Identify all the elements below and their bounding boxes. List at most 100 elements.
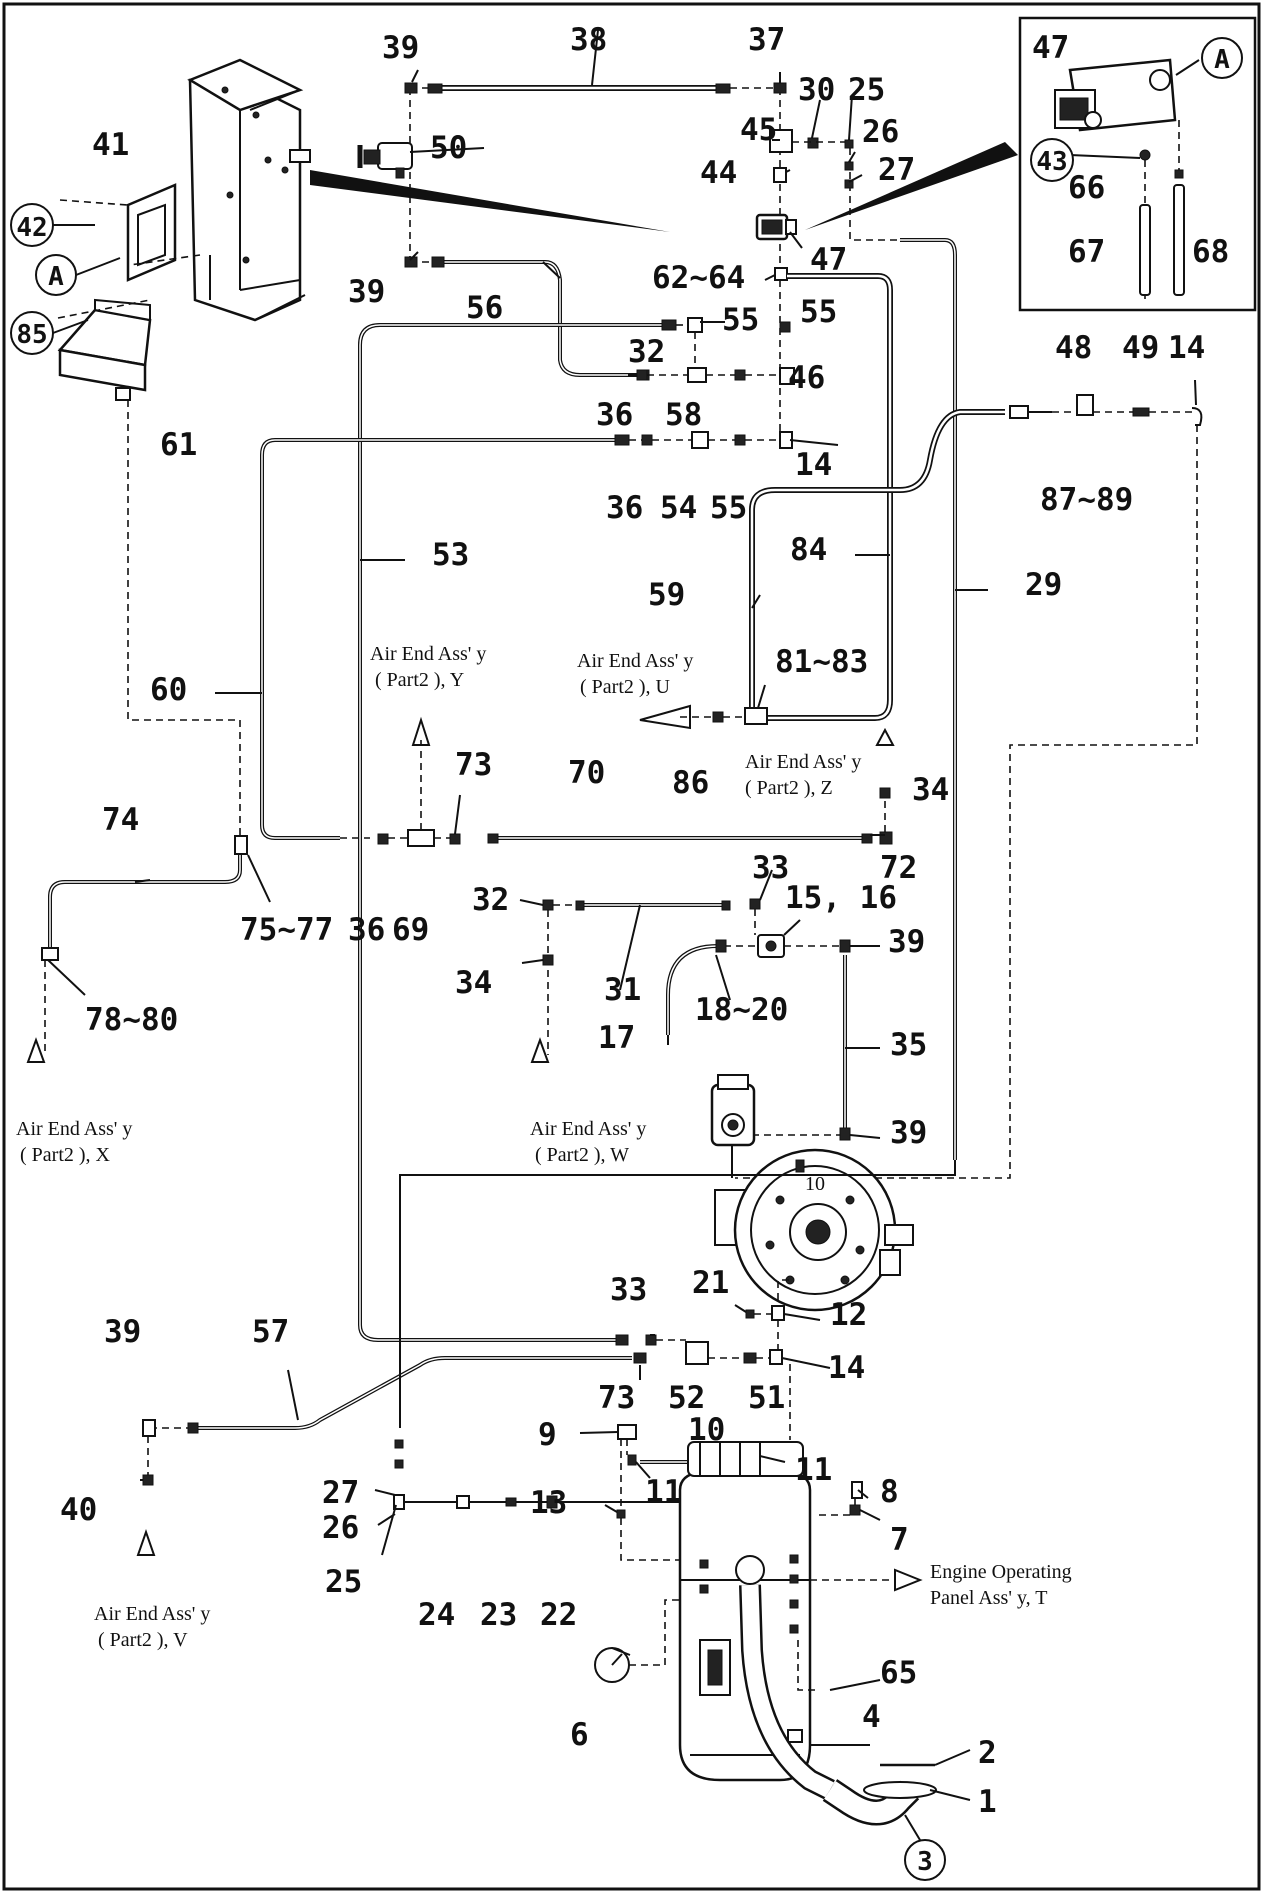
gauge-mark: 10 [805, 1173, 825, 1195]
circle-callout-a-left: A [35, 254, 77, 296]
gasket-1 [863, 1781, 937, 1799]
label-a-left: A [48, 262, 64, 292]
label-35: 35 [890, 1027, 927, 1063]
label-87-89: 87~89 [1040, 482, 1133, 518]
detail-inset-box [805, 16, 1257, 312]
fitting-32-top [687, 317, 703, 333]
fitting-73-top [449, 833, 461, 845]
arrow-v [136, 1528, 156, 1556]
label-12: 12 [830, 1297, 867, 1333]
fitting-34-right [879, 787, 891, 799]
label-59: 59 [648, 577, 685, 613]
caption-w-1: Air End Ass' y [530, 1118, 646, 1140]
fitting-87-89 [1009, 405, 1029, 419]
fitting-39-low [839, 1127, 851, 1141]
label-73-top: 73 [455, 747, 492, 783]
fitting-81-83 [744, 707, 768, 725]
tray-61 [57, 298, 152, 401]
fitting-25-top [844, 139, 854, 149]
fitting-37 [773, 82, 787, 94]
label-39-mid: 39 [888, 924, 925, 960]
rotor-housing: 10 [714, 1148, 914, 1312]
fitting-78-80 [41, 947, 59, 961]
label-11-right: 11 [795, 1452, 832, 1488]
fitting-46 [779, 367, 795, 385]
fitting-51 [743, 1352, 757, 1364]
label-40: 40 [60, 1492, 97, 1528]
label-67: 67 [1068, 234, 1105, 270]
fitting-26-top [844, 161, 854, 171]
label-27-low: 27 [322, 1475, 359, 1511]
fitting-26-low [394, 1459, 404, 1469]
label-84: 84 [790, 532, 827, 568]
label-75-77: 75~77 [240, 912, 333, 948]
hose-56 [431, 256, 650, 381]
label-21: 21 [692, 1265, 729, 1301]
label-10: 10 [688, 1412, 725, 1448]
caption-x-1: Air End Ass' y [16, 1118, 132, 1140]
valve-48 [1076, 394, 1094, 416]
hose-84 [760, 273, 893, 721]
label-62-64: 62~64 [652, 260, 745, 296]
label-33-mid: 33 [752, 850, 789, 886]
hose-57b [187, 1356, 632, 1434]
label-39-low: 39 [890, 1115, 927, 1151]
fitting-55-mid [734, 369, 746, 381]
filter-49 [1132, 407, 1150, 417]
label-32-top: 32 [628, 334, 665, 370]
label-55-a: 55 [722, 302, 759, 338]
caption-z-1: Air End Ass' y [745, 751, 861, 773]
fitting-75-77 [234, 835, 248, 855]
leader-lines [47, 29, 1197, 1801]
label-44: 44 [700, 155, 737, 191]
label-78-80: 78~80 [85, 1002, 178, 1038]
circle-callout-a-inset: A [1201, 37, 1243, 79]
fitting-86 [712, 711, 724, 723]
elbow-14-right [1191, 407, 1203, 426]
label-25-top: 25 [848, 72, 885, 108]
pipe-17 [666, 944, 719, 1035]
fitting-34-mid [542, 954, 554, 966]
hose-31 [575, 900, 731, 911]
label-85: 85 [16, 320, 47, 350]
label-29: 29 [1025, 567, 1062, 603]
label-31: 31 [604, 972, 641, 1008]
label-68: 68 [1192, 234, 1229, 270]
label-61: 61 [160, 427, 197, 463]
arrow-w [530, 1037, 550, 1063]
label-42: 42 [16, 213, 47, 243]
fitting-13 [616, 1509, 626, 1519]
caption-v-2: ( Part2 ), V [98, 1629, 188, 1651]
fitting-39-left [142, 1419, 156, 1437]
label-37: 37 [748, 22, 785, 58]
fitting-32-mid [542, 899, 554, 911]
label-36-a: 36 [596, 397, 633, 433]
arrow-x [26, 1037, 46, 1063]
fitting-11-left [627, 1454, 637, 1466]
label-27-top: 27 [878, 152, 915, 188]
label-51: 51 [748, 1380, 785, 1416]
bracket-41 [126, 183, 177, 282]
label-4: 4 [862, 1699, 881, 1735]
label-47: 47 [810, 242, 847, 278]
label-11-left: 11 [645, 1474, 682, 1510]
fitting-39-mid [839, 939, 851, 953]
label-17: 17 [598, 1020, 635, 1056]
label-7: 7 [890, 1522, 909, 1558]
label-26-low: 26 [322, 1510, 359, 1546]
label-55-c: 55 [710, 490, 747, 526]
caption-u-2: ( Part2 ), U [580, 676, 671, 698]
tee-69 [407, 829, 435, 847]
label-57: 57 [252, 1314, 289, 1350]
label-72: 72 [880, 850, 917, 886]
label-15-16: 15, 16 [785, 880, 897, 916]
label-60: 60 [150, 672, 187, 708]
caption-z-2: ( Part2 ), Z [745, 777, 833, 799]
label-34-mid: 34 [455, 965, 492, 1001]
label-33-low: 33 [610, 1272, 647, 1308]
fitting-14-low [769, 1349, 783, 1365]
circle-callout-43: 43 [1030, 138, 1074, 182]
label-32-mid: 32 [472, 882, 509, 918]
